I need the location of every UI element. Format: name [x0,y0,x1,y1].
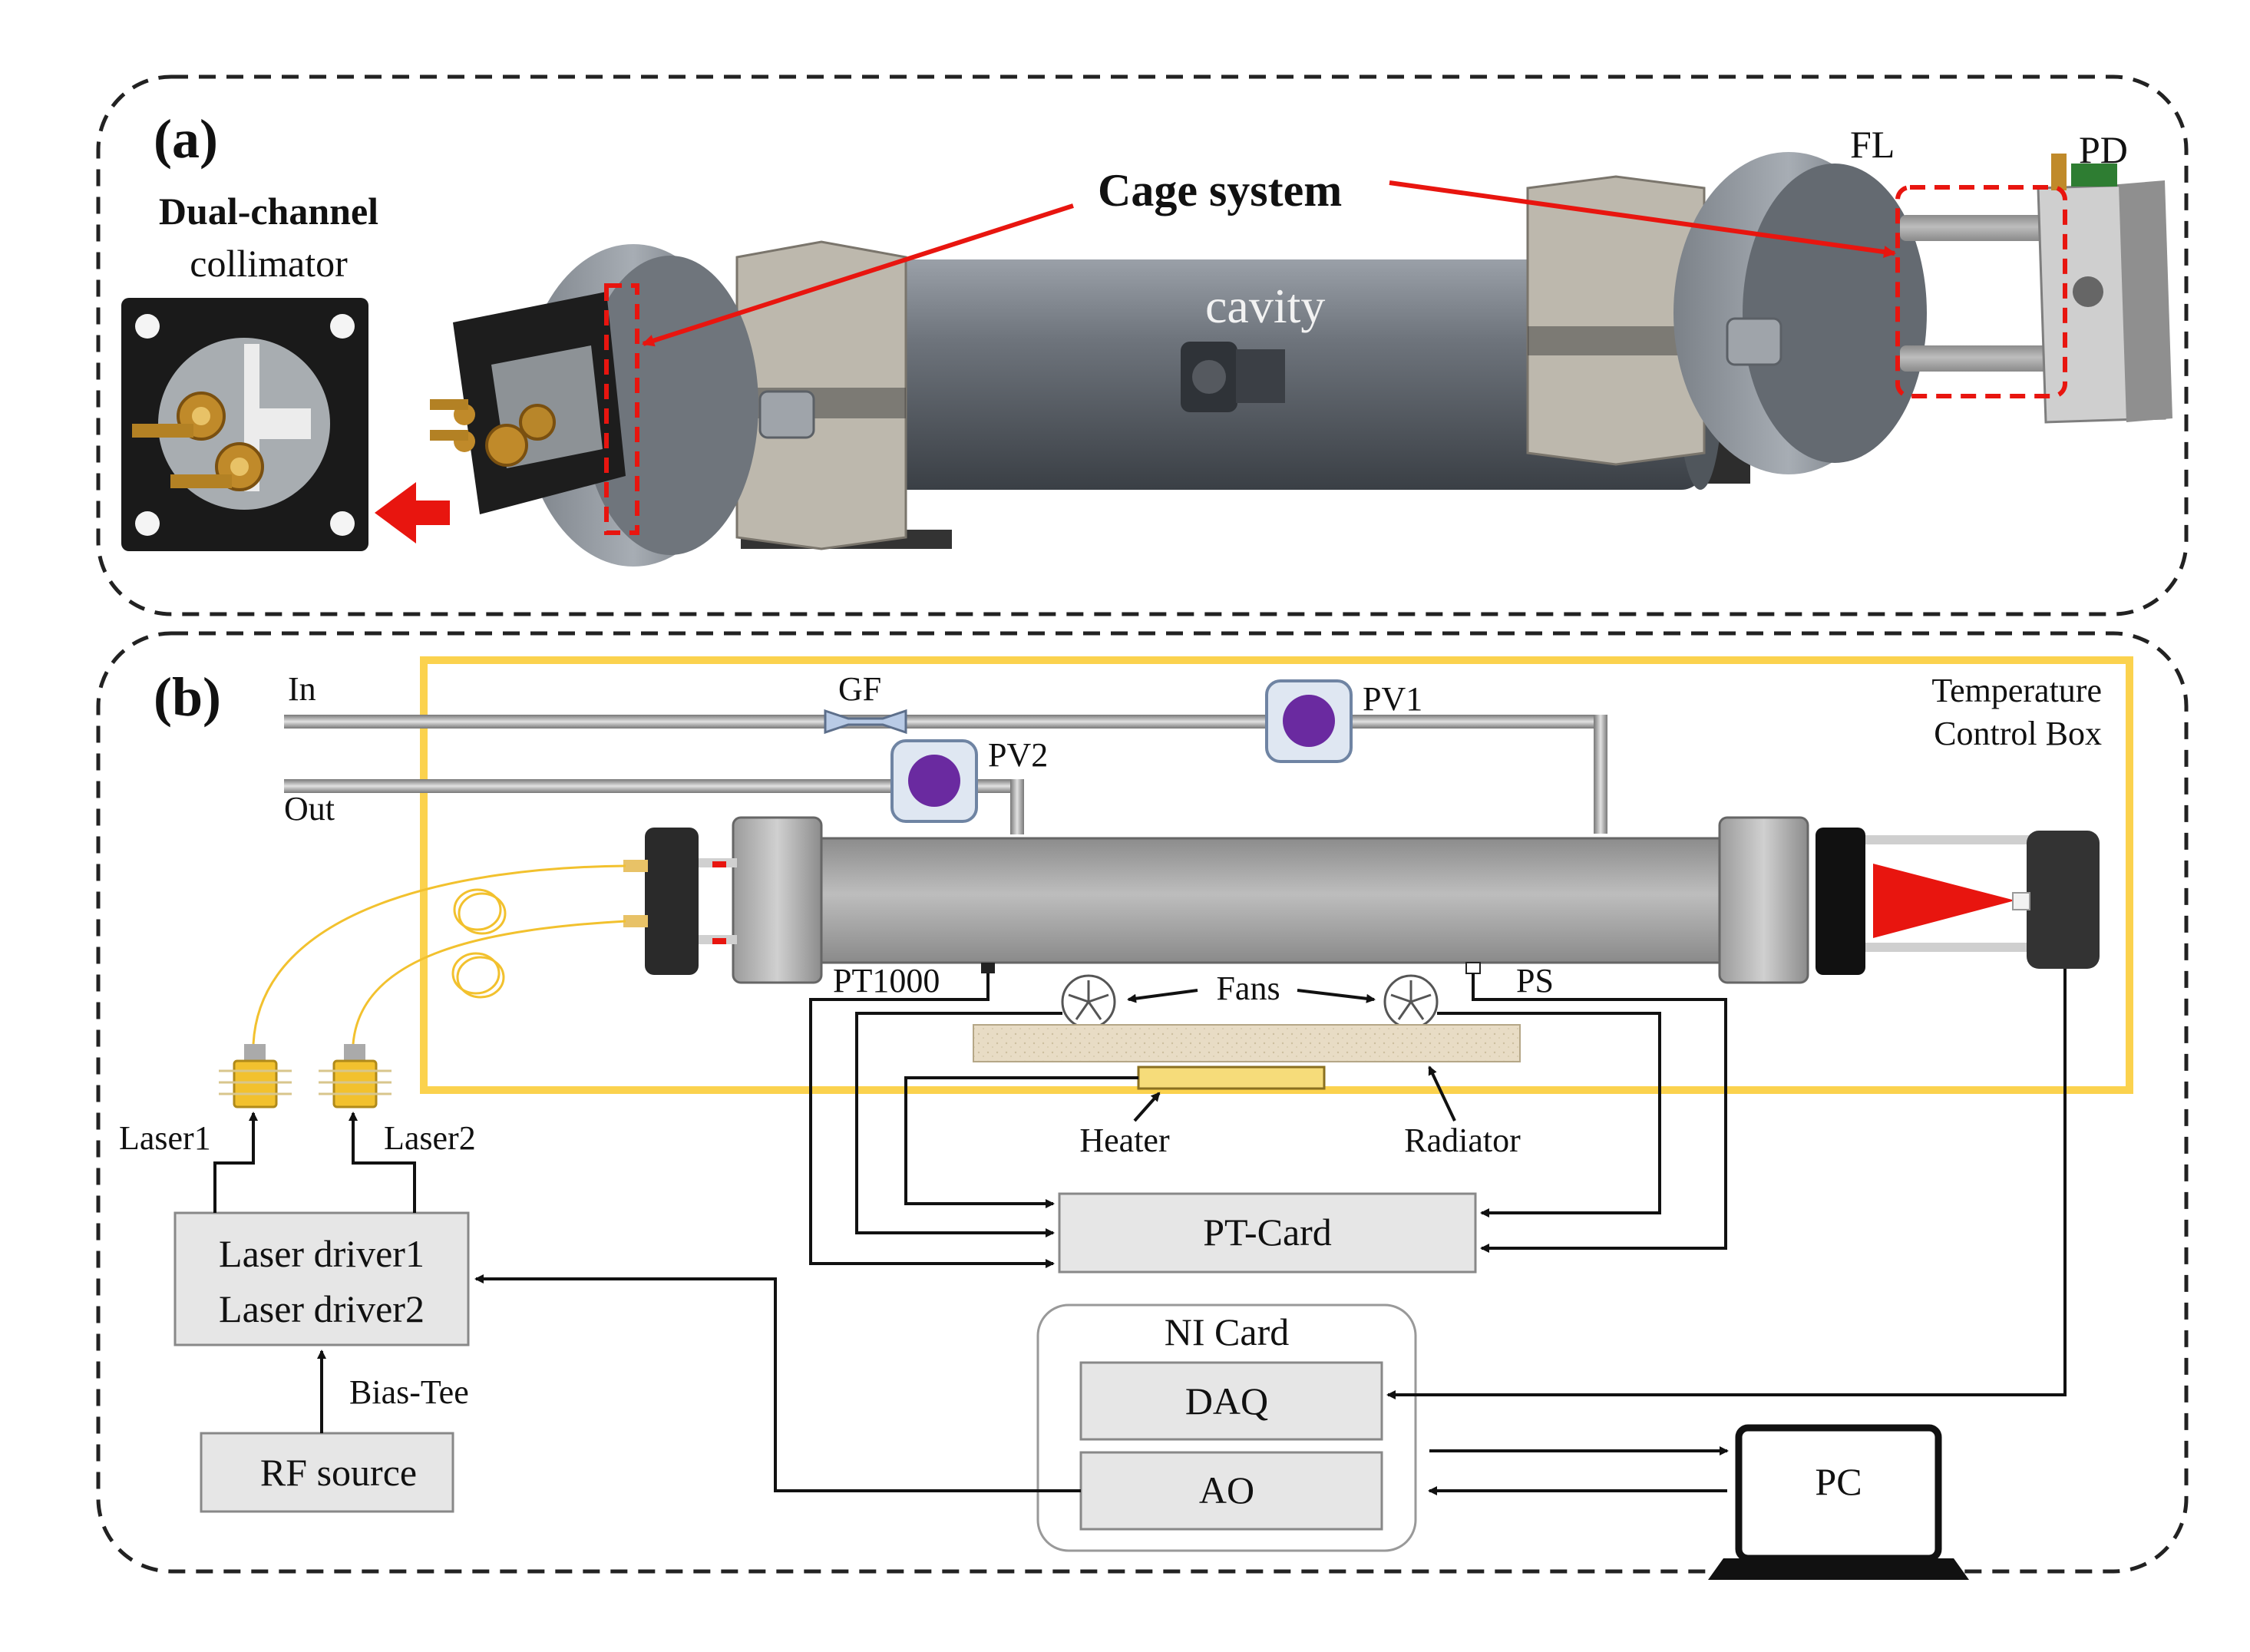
pd-label: PD [2079,128,2128,171]
fans-label: Fans [1216,970,1280,1007]
pc-label: PC [1815,1460,1862,1503]
radiator-plate [973,1024,1521,1062]
panel-b-letter: (b) [154,666,221,728]
laser-driver1-label: Laser driver1 [219,1232,425,1275]
collimator-subtitle: collimator [190,242,348,285]
laser2-label: Laser2 [384,1119,476,1157]
rf-source-box: RF source [200,1432,454,1513]
fans-arrow-right [1297,989,1376,1003]
daq-box [1079,1361,1383,1441]
fans-arrow-left [1127,989,1198,1003]
gas-filter-icon [824,709,907,735]
red-direction-arrow [375,482,450,544]
pt-card-box: PT-Card [1058,1192,1477,1274]
ps-label: PS [1516,962,1554,999]
rf-source-label: RF source [260,1451,417,1494]
ps-sensor [1465,962,1481,974]
fibers [252,864,626,1045]
laser-driver2-label: Laser driver2 [219,1287,425,1330]
pt1000-label: PT1000 [833,962,940,999]
ao-label: AO [1199,1469,1254,1512]
pc-icon [1708,1424,1969,1580]
laser-driver-box: Laser driver1 Laser driver2 [173,1211,470,1346]
daq-label: DAQ [1185,1379,1268,1422]
temperature-control-box [420,656,2133,1094]
in-label: In [288,670,316,708]
laser1-diode-icon [219,1044,292,1108]
pt-card-label: PT-Card [1203,1211,1332,1254]
ni-card-box: NI Card DAQ AO [1036,1303,1417,1552]
collimator-title: Dual-channel [159,190,378,233]
laser2-diode-icon [319,1044,392,1108]
fan-left-icon [1061,974,1116,1029]
cage-system-label: Cage system [1098,165,1342,216]
cavity-assembly [430,152,2172,567]
collimator-photo: Dual-channel collimator [121,190,378,551]
cavity-tube [623,816,2100,984]
cage-arrow-right [1389,180,1896,258]
gf-label: GF [838,670,881,708]
cavity-label: cavity [1205,279,1325,333]
pt1000-sensor [981,963,995,973]
heater-arrow [1133,1092,1161,1122]
pv2-valve-icon [890,739,978,823]
heater-plate [1137,1066,1326,1090]
out-label: Out [284,790,335,828]
tcb-label-line1: Temperature [1931,672,2102,709]
panel-a-letter: (a) [154,108,218,170]
ao-box [1079,1451,1383,1531]
pv1-valve-icon [1265,679,1353,763]
cage-highlight-left [604,283,639,535]
fl-label: FL [1850,123,1895,166]
pv2-label: PV2 [988,736,1048,774]
radiator-label: Radiator [1404,1122,1521,1159]
bias-tee-label: Bias-Tee [349,1373,469,1411]
cage-arrow-left [642,203,1074,347]
heater-label: Heater [1079,1122,1170,1159]
tcb-label-line2: Control Box [1934,715,2102,752]
fan-right-icon [1383,974,1439,1029]
ni-card-label: NI Card [1165,1310,1289,1353]
panel-a-frame [96,74,2189,616]
signal-lines [213,969,2067,1495]
cage-highlight-right [1895,185,2067,398]
laser1-label: Laser1 [119,1119,211,1157]
radiator-arrow [1428,1066,1456,1122]
panel-b-frame [96,631,2189,1574]
pv1-label: PV1 [1363,680,1422,718]
